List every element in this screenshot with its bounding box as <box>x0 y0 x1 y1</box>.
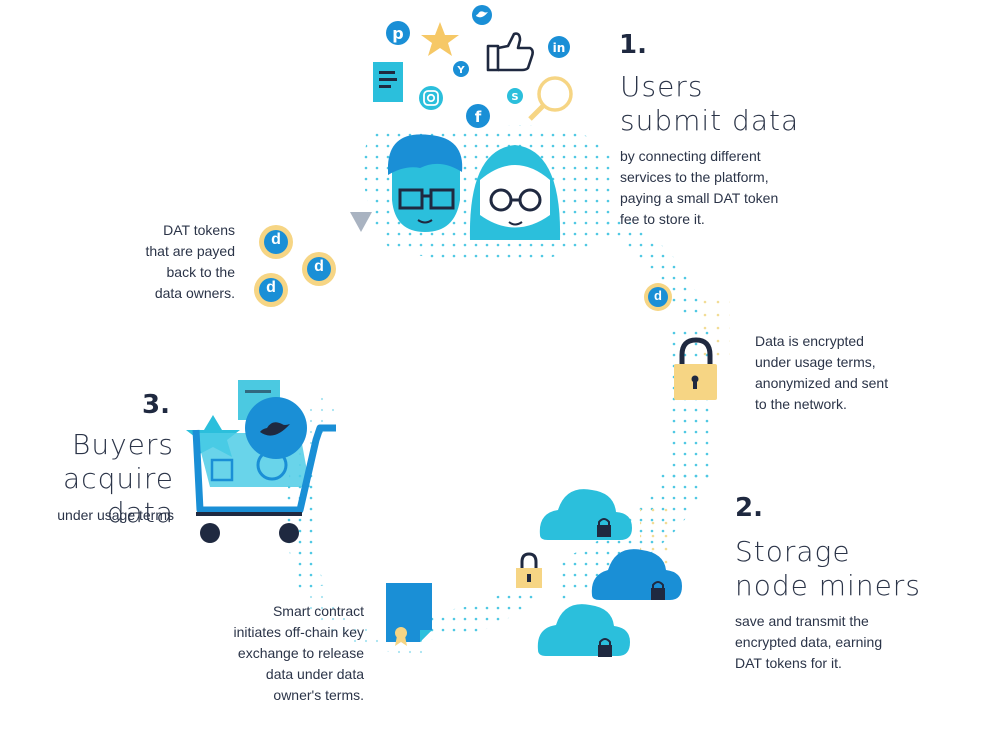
coin-letter: d <box>654 288 662 303</box>
step1-title: Users submit data <box>620 70 799 138</box>
encrypted-note: Data is encrypted under usage terms, ano… <box>755 331 888 415</box>
step2-title-line: node miners <box>735 569 921 602</box>
step2-desc-line: save and transmit the <box>735 613 869 629</box>
contract-note-line: Smart contract <box>272 603 364 619</box>
step1-desc-line: paying a small DAT token <box>620 190 779 206</box>
thumbs-up-icon <box>486 32 534 72</box>
step3-desc-line: under usage terms <box>57 507 174 523</box>
encrypted-note-line: under usage terms, <box>755 354 876 370</box>
svg-text:p: p <box>392 24 403 43</box>
padlock-icon <box>516 552 542 588</box>
dat-coin-icon <box>259 225 293 259</box>
cloud-icon <box>537 604 630 657</box>
tokens-note-line: back to the <box>166 264 236 280</box>
step2-title: Storage node miners <box>735 535 921 603</box>
encrypted-note-line: to the network. <box>755 396 847 412</box>
tokens-note: DAT tokens that are payed back to the da… <box>100 220 235 304</box>
step1-description: by connecting different services to the … <box>620 146 778 230</box>
tokens-note-line: data owners. <box>154 285 235 301</box>
contract-note-line: exchange to release <box>237 645 364 661</box>
facebook-icon: f <box>466 104 490 128</box>
step3-title-line: Buyers <box>72 428 174 461</box>
step2-desc-line: DAT tokens for it. <box>735 655 842 671</box>
star-icon <box>421 22 459 56</box>
step1-title-line: Users <box>620 70 704 103</box>
user-male-icon <box>388 134 463 232</box>
svg-text:S: S <box>511 92 518 103</box>
dat-coin-icon <box>254 273 288 307</box>
twitter-icon <box>472 5 492 25</box>
svg-text:in: in <box>553 41 566 55</box>
cloud-icon <box>539 489 632 540</box>
coin-letter: d <box>266 279 276 296</box>
instagram-icon <box>419 86 443 110</box>
yahoo-icon: Y <box>453 61 469 77</box>
step1-title-line: submit data <box>620 104 800 137</box>
step1-desc-line: fee to store it. <box>620 211 705 227</box>
step1-number: 1. <box>619 30 647 60</box>
shopping-cart-icon <box>186 380 336 543</box>
step3-title: Buyers acquire data <box>0 428 174 530</box>
contract-note-line: owner's terms. <box>273 687 364 703</box>
user-female-icon <box>469 145 561 240</box>
step1-desc-line: services to the platform, <box>620 169 769 185</box>
coin-letter: d <box>271 231 281 248</box>
pinterest-icon: p <box>386 21 410 45</box>
svg-text:Y: Y <box>456 65 465 76</box>
step3-description: under usage terms <box>0 505 174 526</box>
step2-number: 2. <box>735 493 763 523</box>
tokens-note-line: that are payed <box>145 243 235 259</box>
contract-note: Smart contract initiates off-chain key e… <box>190 601 364 706</box>
tokens-note-line: DAT tokens <box>163 222 235 238</box>
dat-coin-icon <box>644 283 672 311</box>
step1-desc-line: by connecting different <box>620 148 761 164</box>
magnifier-icon <box>528 76 573 121</box>
step2-title-line: Storage <box>735 535 851 568</box>
contract-note-line: data under data <box>265 666 364 682</box>
encrypted-note-line: Data is encrypted <box>755 333 864 349</box>
cloud-icon <box>591 549 682 600</box>
encrypted-note-line: anonymized and sent <box>755 375 889 391</box>
contract-note-line: initiates off-chain key <box>233 624 364 640</box>
step2-description: save and transmit the encrypted data, ea… <box>735 611 882 674</box>
dat-coin-icon <box>302 252 336 286</box>
arrow-marker <box>350 212 372 232</box>
skype-icon: S <box>507 88 523 104</box>
step2-desc-line: encrypted data, earning <box>735 634 883 650</box>
linkedin-icon: in <box>548 36 570 58</box>
padlock-icon <box>674 337 717 400</box>
step3-number: 3. <box>142 390 170 420</box>
contract-icon <box>386 583 432 646</box>
coin-letter: d <box>314 258 324 275</box>
step3-title-line: acquire data <box>63 462 174 529</box>
document-icon <box>373 62 403 102</box>
svg-text:f: f <box>475 108 482 126</box>
